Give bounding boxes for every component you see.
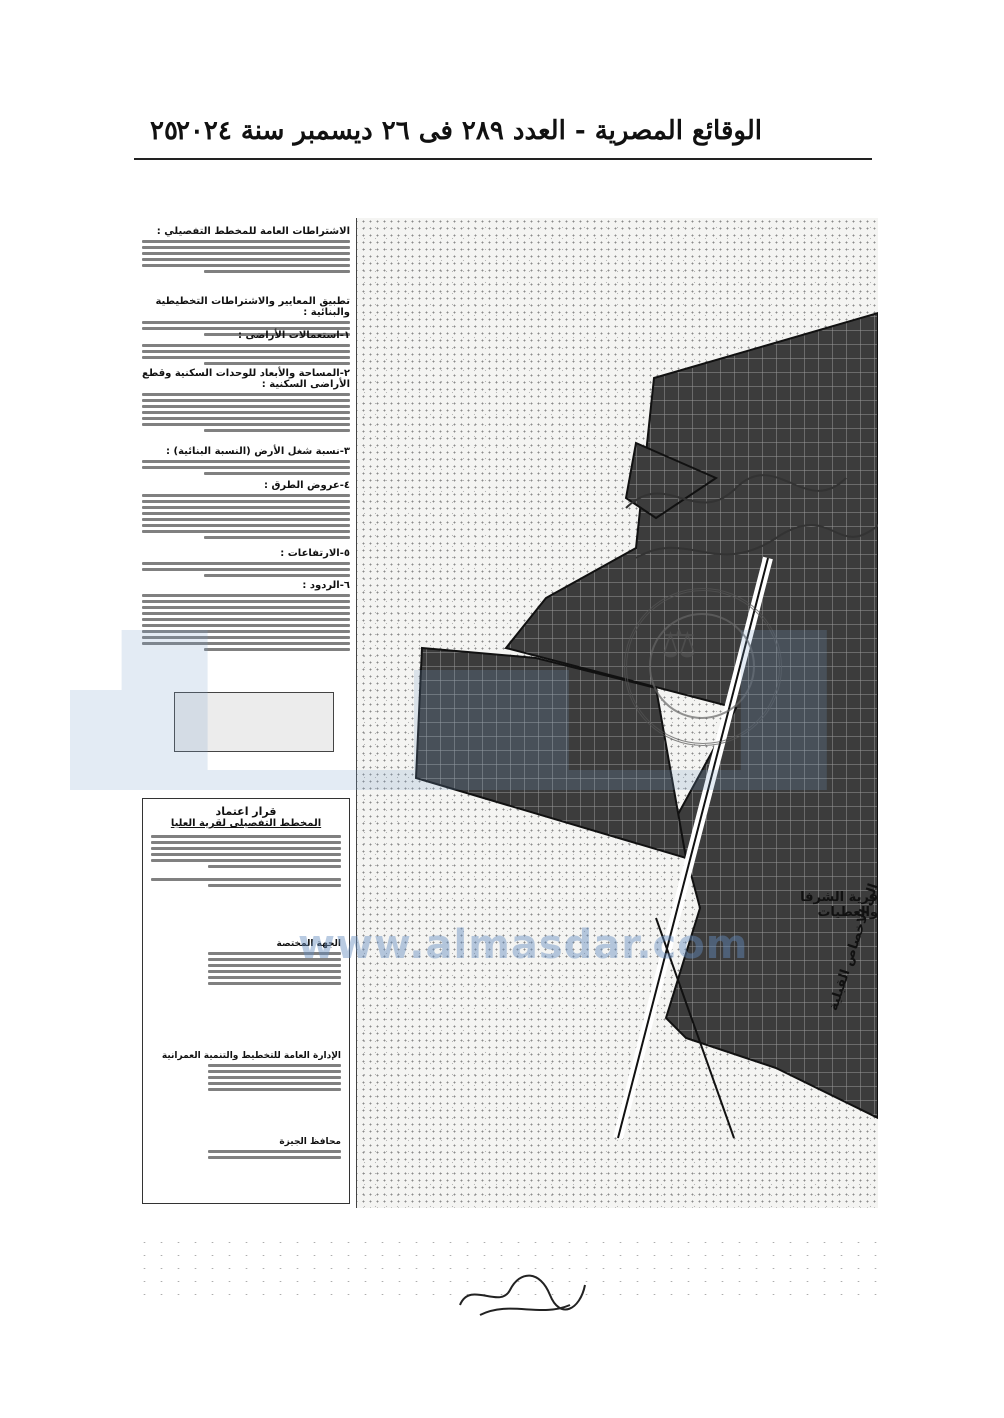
eagle-emblem-icon: ⚖ bbox=[661, 621, 697, 667]
village-label: قرية الشرفا والعطيات bbox=[800, 890, 878, 920]
north-arm bbox=[624, 441, 719, 520]
legend-column: الاشتراطات العامة للمخطط التفصيلي : تطبي… bbox=[136, 218, 357, 1208]
sign-block-governor: محافظ الجيزة bbox=[151, 1137, 341, 1162]
page-header: ٢٥ الوقائع المصرية - العدد ٢٨٩ فى ٢٦ ديس… bbox=[134, 108, 872, 160]
location-keymap bbox=[174, 692, 334, 752]
watermark-url: www.almasdar.com bbox=[298, 922, 749, 968]
sign-heading: محافظ الجيزة bbox=[279, 1137, 341, 1147]
legend-heading: الاشتراطات العامة للمخطط التفصيلي : bbox=[156, 226, 350, 237]
legend-heading: ١-استعمالات الأراضى : bbox=[237, 330, 350, 341]
legend-section-roads: ٤-عروض الطرق : bbox=[142, 480, 350, 542]
legend-section-land-use: ١-استعمالات الأراضى : bbox=[142, 330, 350, 368]
sign-heading: الجهة المختصة bbox=[276, 939, 341, 949]
legend-section-area: ٢-المساحة والأبعاد للوحدات السكنية وقطع … bbox=[142, 368, 350, 435]
legend-heading: ٣-نسبة شغل الأرض (النسبة البنائية) : bbox=[166, 446, 350, 457]
legend-section-heights: ٥-الارتفاعات : bbox=[142, 548, 350, 580]
approval-box: قرار اعتماد المخطط التفصيلى لقرية العليا… bbox=[142, 798, 350, 1204]
legend-section-setbacks: ٦-الردود : bbox=[142, 580, 350, 654]
legend-section-standards: تطبيق المعايير والاشتراطات التخطيطية وال… bbox=[142, 296, 350, 339]
official-seal: ⚖ bbox=[624, 588, 782, 746]
approval-subtitle: المخطط التفصيلى لقرية العليا bbox=[170, 818, 322, 829]
legend-section-coverage: ٣-نسبة شغل الأرض (النسبة البنائية) : bbox=[142, 446, 350, 478]
seal-inner-ring bbox=[649, 613, 755, 719]
footer-noise bbox=[136, 1236, 878, 1296]
gazette-title: الوقائع المصرية - العدد ٢٨٩ فى ٢٦ ديسمبر… bbox=[175, 116, 762, 146]
legend-section-general: الاشتراطات العامة للمخطط التفصيلي : bbox=[142, 226, 350, 276]
handwritten-annotation bbox=[625, 474, 878, 559]
legend-heading: ٥-الارتفاعات : bbox=[280, 548, 350, 559]
west-extension bbox=[414, 646, 688, 860]
sign-block-authority: الجهة المختصة bbox=[151, 939, 341, 988]
village-urban-mass bbox=[504, 311, 878, 1120]
page-number: ٢٥ bbox=[150, 116, 178, 146]
sign-block-planning: الإدارة العامة للتخطيط والتنمية العمراني… bbox=[151, 1051, 341, 1094]
footer-signature bbox=[459, 1274, 586, 1316]
legend-heading: ٢-المساحة والأبعاد للوحدات السكنية وقطع … bbox=[142, 368, 350, 390]
southbound-road bbox=[655, 917, 735, 1139]
legend-heading: ٤-عروض الطرق : bbox=[263, 480, 350, 491]
legend-heading: تطبيق المعايير والاشتراطات التخطيطية وال… bbox=[155, 296, 350, 318]
sign-heading: الإدارة العامة للتخطيط والتنمية العمراني… bbox=[161, 1051, 341, 1061]
plan-sheet: الاشتراطات العامة للمخطط التفصيلي : تطبي… bbox=[136, 218, 878, 1208]
legend-heading: ٦-الردود : bbox=[302, 580, 350, 591]
approval-title: قرار اعتماد bbox=[215, 805, 277, 818]
